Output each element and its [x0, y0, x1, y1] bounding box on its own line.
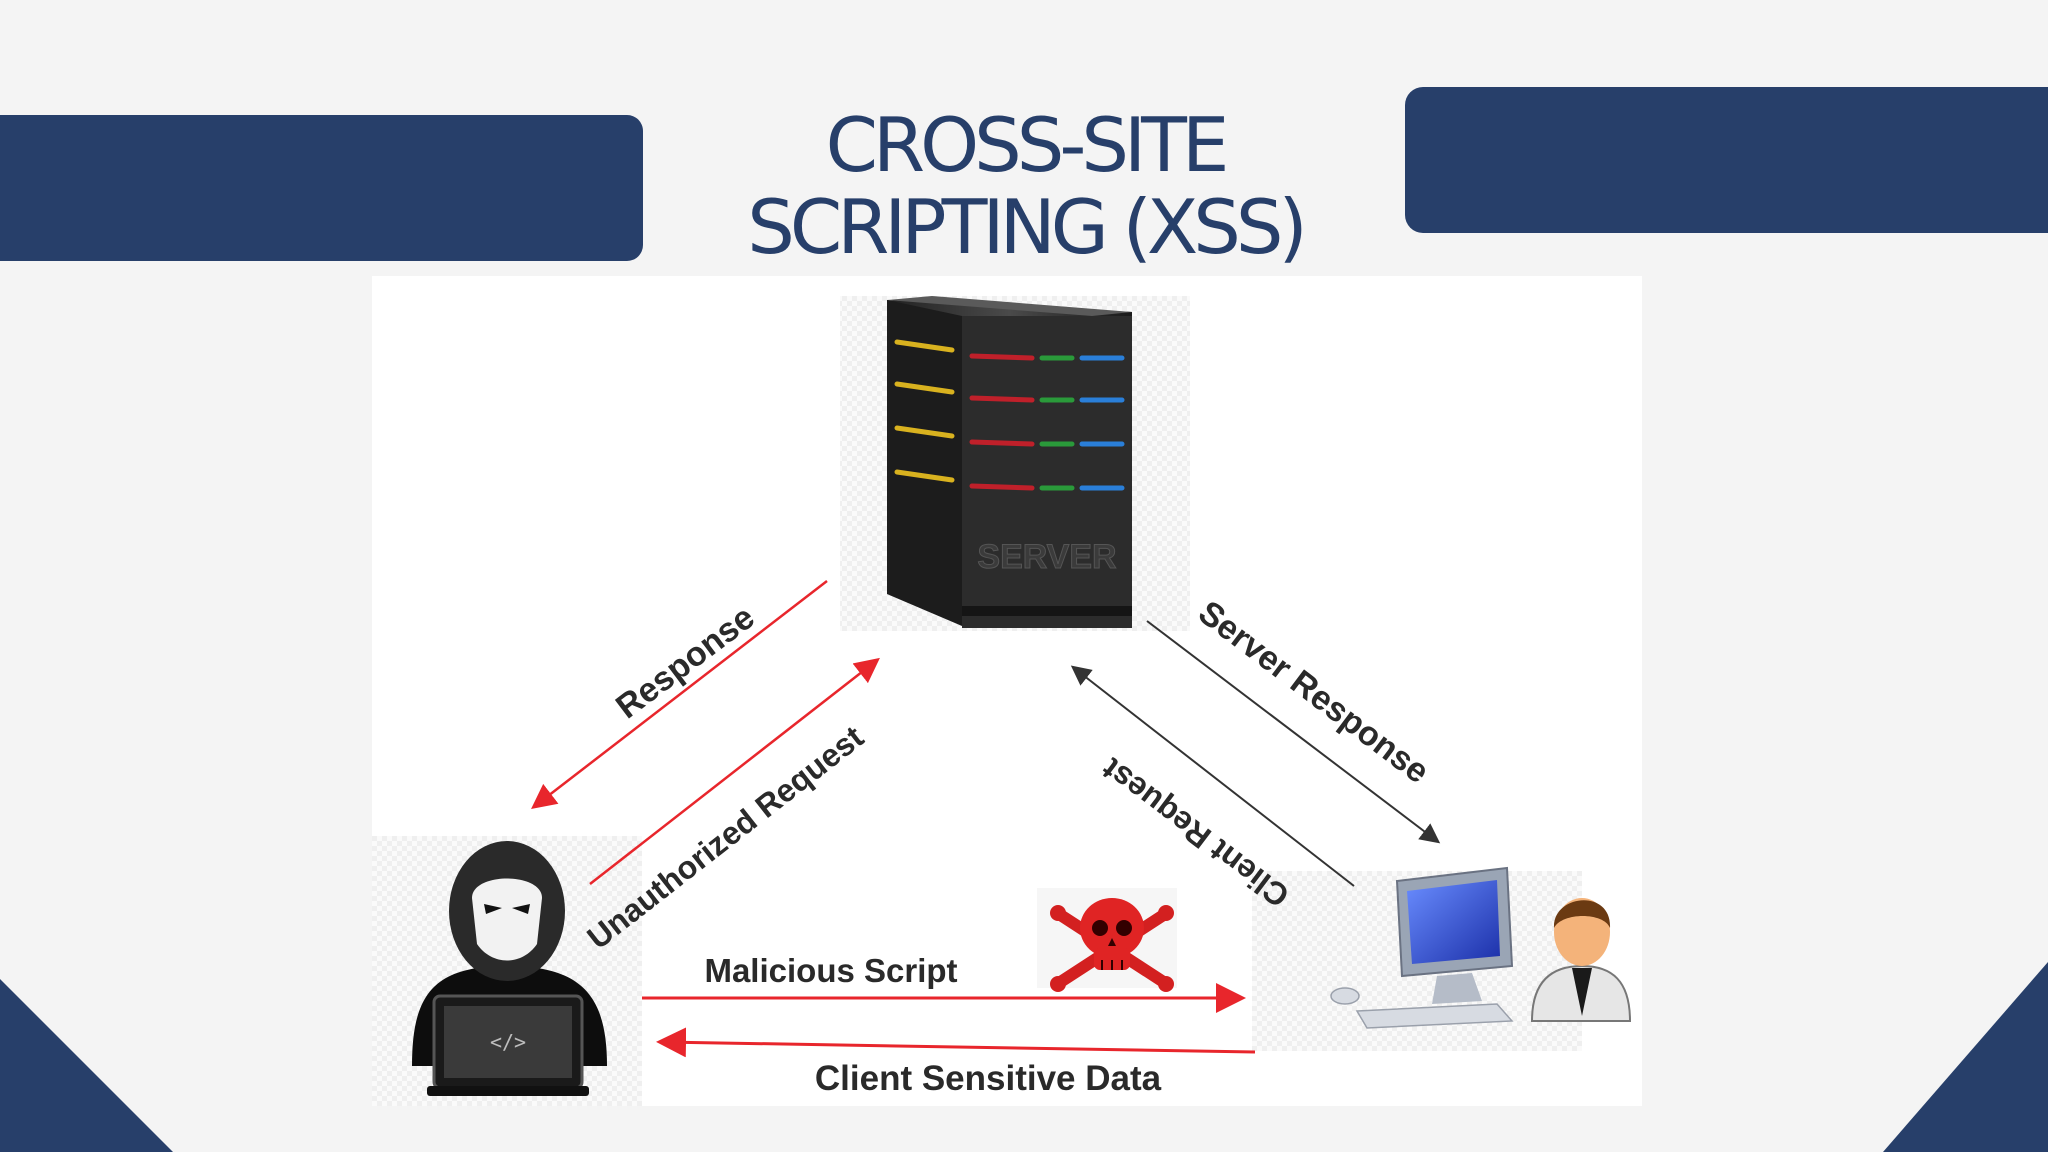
response-label: Response — [609, 598, 762, 726]
skull-crossbones-icon — [1037, 888, 1177, 992]
server-engraved-label: SERVER — [977, 538, 1116, 576]
response-arrow — [531, 580, 828, 810]
bottom-right-corner-triangle — [1883, 962, 2048, 1152]
malicious-script-label: Malicious Script — [704, 952, 957, 989]
unauthorized-request-arrow — [589, 657, 880, 885]
title-line-1: CROSS-SITE — [825, 101, 1230, 189]
bottom-left-corner-triangle — [0, 979, 173, 1152]
server-response-label: Server Response — [1191, 593, 1436, 791]
hacker-laptop-code-label: </> — [490, 1030, 526, 1054]
left-header-band — [0, 115, 643, 261]
user-avatar-icon — [1530, 898, 1632, 1022]
client-sensitive-data-arrow — [656, 1027, 1256, 1058]
hacker-icon: </> — [412, 841, 607, 1096]
client-request-arrow — [1070, 665, 1355, 887]
slide-title: CROSS-SITE SCRIPTING (XSS) — [700, 104, 1350, 268]
client-sensitive-data-label: Client Sensitive Data — [815, 1059, 1162, 1098]
title-line-2: SCRIPTING (XSS) — [747, 183, 1308, 271]
server-response-arrow — [1146, 620, 1441, 844]
server-icon: SERVER — [887, 296, 1132, 628]
xss-diagram: SERVER Response Unauthorized Request Ser… — [372, 296, 1632, 1106]
right-header-band — [1405, 87, 2048, 233]
computer-icon — [1330, 866, 1514, 1029]
xss-diagram-panel: SERVER Response Unauthorized Request Ser… — [372, 276, 1642, 1106]
